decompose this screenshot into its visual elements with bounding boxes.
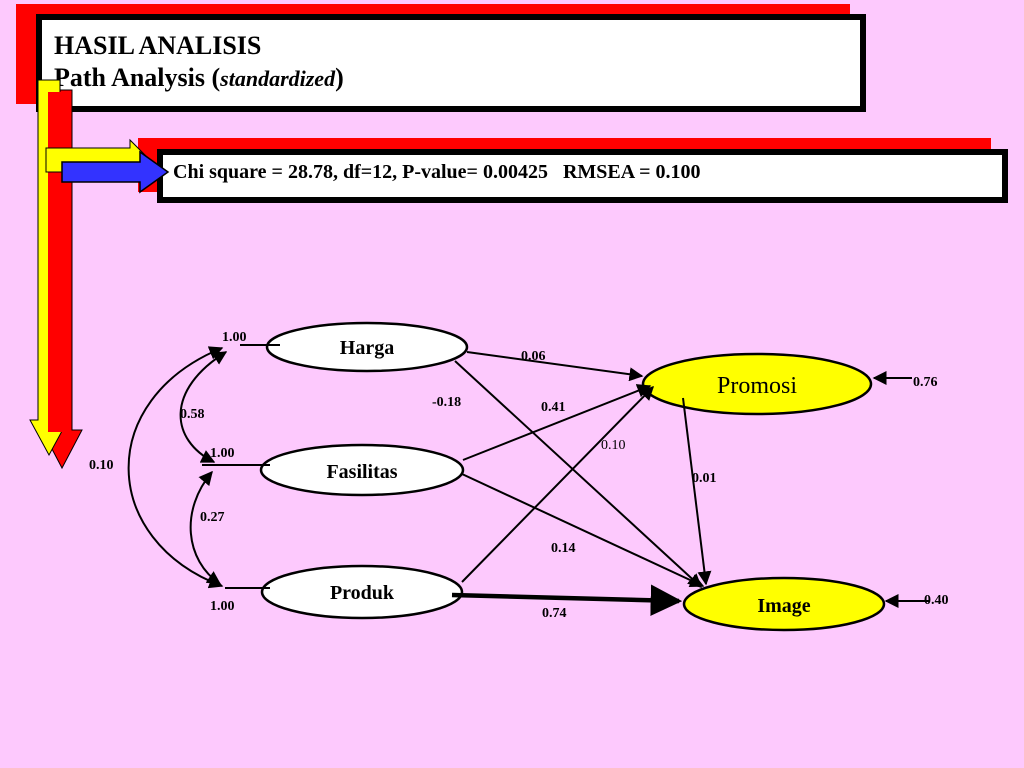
title-inner: HASIL ANALISIS Path Analysis (standardiz… [40,18,862,108]
subtitle-italic: standardized [220,66,336,91]
path-fasilitas-image [461,473,705,588]
coef-label-produk-promosi: 0.10 [601,438,626,453]
decorative-bent-arrow [29,79,170,470]
subtitle-prefix: Path Analysis ( [54,63,221,92]
corr-arc-harga-produk [127,346,224,589]
corr-label-harga-fasilitas: 0.58 [180,407,205,422]
title-box: HASIL ANALISIS Path Analysis (standardiz… [36,14,866,112]
page-title: HASIL ANALISIS [54,31,262,60]
corr-arc-harga-fasilitas [179,351,228,463]
coef-label-produk-image: 0.74 [542,606,567,621]
fit-stats-box: Chi square = 28.78, df=12, P-value= 0.00… [157,149,1008,203]
path-harga-image [454,360,703,588]
residual-label-image: 0.40 [924,593,949,608]
corr-label-fasilitas-produk: 0.27 [200,510,225,525]
coef-label-promosi-image: 0.01 [692,471,717,486]
page-subtitle: Path Analysis (standardized) [54,62,848,95]
fit-stats-inner: Chi square = 28.78, df=12, P-value= 0.00… [161,153,1004,199]
node-promosi-label: Promosi [717,373,797,399]
node-produk-label: Produk [330,582,395,604]
path-harga-promosi [466,351,644,382]
coef-label-fasilitas-image: 0.14 [551,541,576,556]
path-produk-promosi [461,385,654,583]
corr-label-harga-produk: 0.10 [89,458,114,473]
coef-label-harga-promosi: 0.06 [521,349,546,364]
residual-label-promosi: 0.76 [913,375,938,390]
red-strip [48,92,70,432]
node-harga: Harga [265,321,469,373]
fit-stats-text: Chi square = 28.78, df=12, P-value= 0.00… [173,161,701,183]
node-fasilitas-label: Fasilitas [326,461,397,483]
blue-pointer-arrow [61,150,170,194]
node-harga-label: Harga [340,337,394,359]
path-fasilitas-promosi [462,384,652,461]
node-fasilitas: Fasilitas [259,443,465,497]
node-produk: Produk [260,564,464,620]
variance-label-fasilitas: 1.00 [210,446,235,461]
path-promosi-image [682,397,712,586]
path-produk-image [451,584,683,616]
coef-label-harga-image: -0.18 [432,395,461,410]
node-image-label: Image [757,595,810,617]
subtitle-suffix: ) [335,63,344,92]
node-promosi: Promosi [641,352,873,416]
variance-label-harga: 1.00 [222,330,247,345]
node-image: Image [682,576,886,632]
coef-label-fasilitas-promosi: 0.41 [541,400,566,415]
variance-label-produk: 1.00 [210,599,235,614]
corr-arc-fasilitas-produk [189,470,222,585]
